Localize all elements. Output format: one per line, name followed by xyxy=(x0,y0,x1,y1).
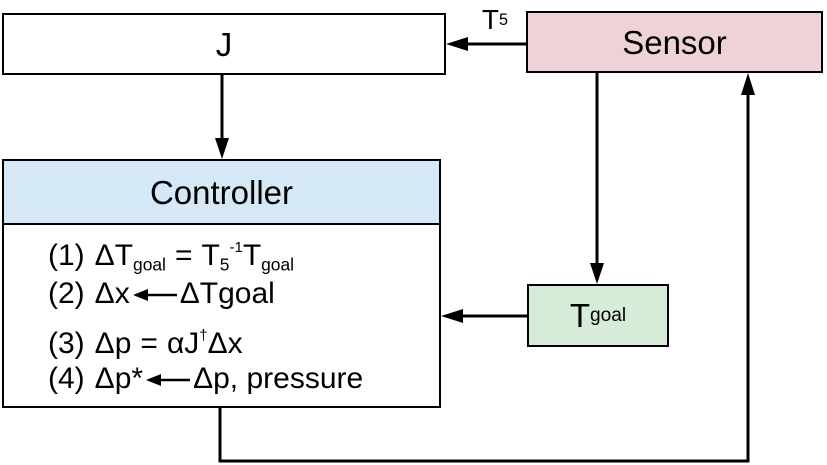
equation-term-subscript: 5 xyxy=(219,254,230,275)
t-goal-label-subscript: goal xyxy=(590,304,627,326)
equation-rhs: T xyxy=(242,238,262,272)
equation-lhs: Δp xyxy=(94,326,132,360)
controller-title-text: Controller xyxy=(149,173,294,211)
j-label-text: J xyxy=(215,25,233,63)
arrowhead-j-to-controller xyxy=(215,138,229,159)
equation-number: (1) xyxy=(48,238,85,272)
equation-2: (2) Δx ΔTgoal xyxy=(48,274,275,314)
controller-title: Controller xyxy=(3,160,440,224)
equation-lhs-subscript: goal xyxy=(133,254,166,275)
equation-3: (3) Δp=αJ†Δx xyxy=(48,316,243,360)
equation-operator: = xyxy=(174,238,193,272)
equation-operator: = xyxy=(140,326,158,360)
equation-lhs: Δp* xyxy=(94,362,144,395)
equation-number: (2) xyxy=(48,277,85,310)
equation-lhs: Δx xyxy=(94,277,130,310)
edge-label-subscript: 5 xyxy=(499,10,509,29)
equation-rhs: ΔTgoal xyxy=(179,277,275,310)
equation-number: (4) xyxy=(48,362,85,395)
j-box xyxy=(2,13,446,75)
t-goal-label-t: T xyxy=(569,297,590,334)
equation-lhs: ΔT xyxy=(94,238,134,272)
equation-rhs-tail: Δx xyxy=(207,326,243,360)
equation-rhs: Δp, pressure xyxy=(193,362,364,395)
left-arrow-icon xyxy=(146,374,191,387)
arrowhead-controller-to-sensor xyxy=(741,73,755,95)
equation-rhs-superscript: † xyxy=(199,327,208,344)
equation-4: (4) Δp* Δp, pressure xyxy=(48,359,363,399)
sensor-box-label: Sensor xyxy=(527,12,822,72)
sensor-label-text: Sensor xyxy=(622,23,727,61)
equation-1: (1)ΔTgoal=T5-1Tgoal xyxy=(48,228,294,275)
j-box-label: J xyxy=(3,14,445,74)
arrowhead-sensor-to-j xyxy=(446,37,468,51)
arrowhead-sensor-to-t-goal xyxy=(590,263,604,284)
equation-number: (3) xyxy=(48,326,85,360)
equation-rhs: αJ xyxy=(166,326,200,360)
sensor-box xyxy=(526,11,823,73)
left-arrow-icon xyxy=(132,289,177,302)
arrowhead-t-goal-to-controller xyxy=(441,309,463,323)
equation-term: T xyxy=(201,238,220,272)
edge-label-t: T xyxy=(481,4,500,35)
controller-header xyxy=(3,160,440,224)
equation-term-superscript: -1 xyxy=(229,239,243,256)
equation-rhs-subscript: goal xyxy=(261,254,295,275)
edge-controller-to-sensor xyxy=(218,94,750,463)
